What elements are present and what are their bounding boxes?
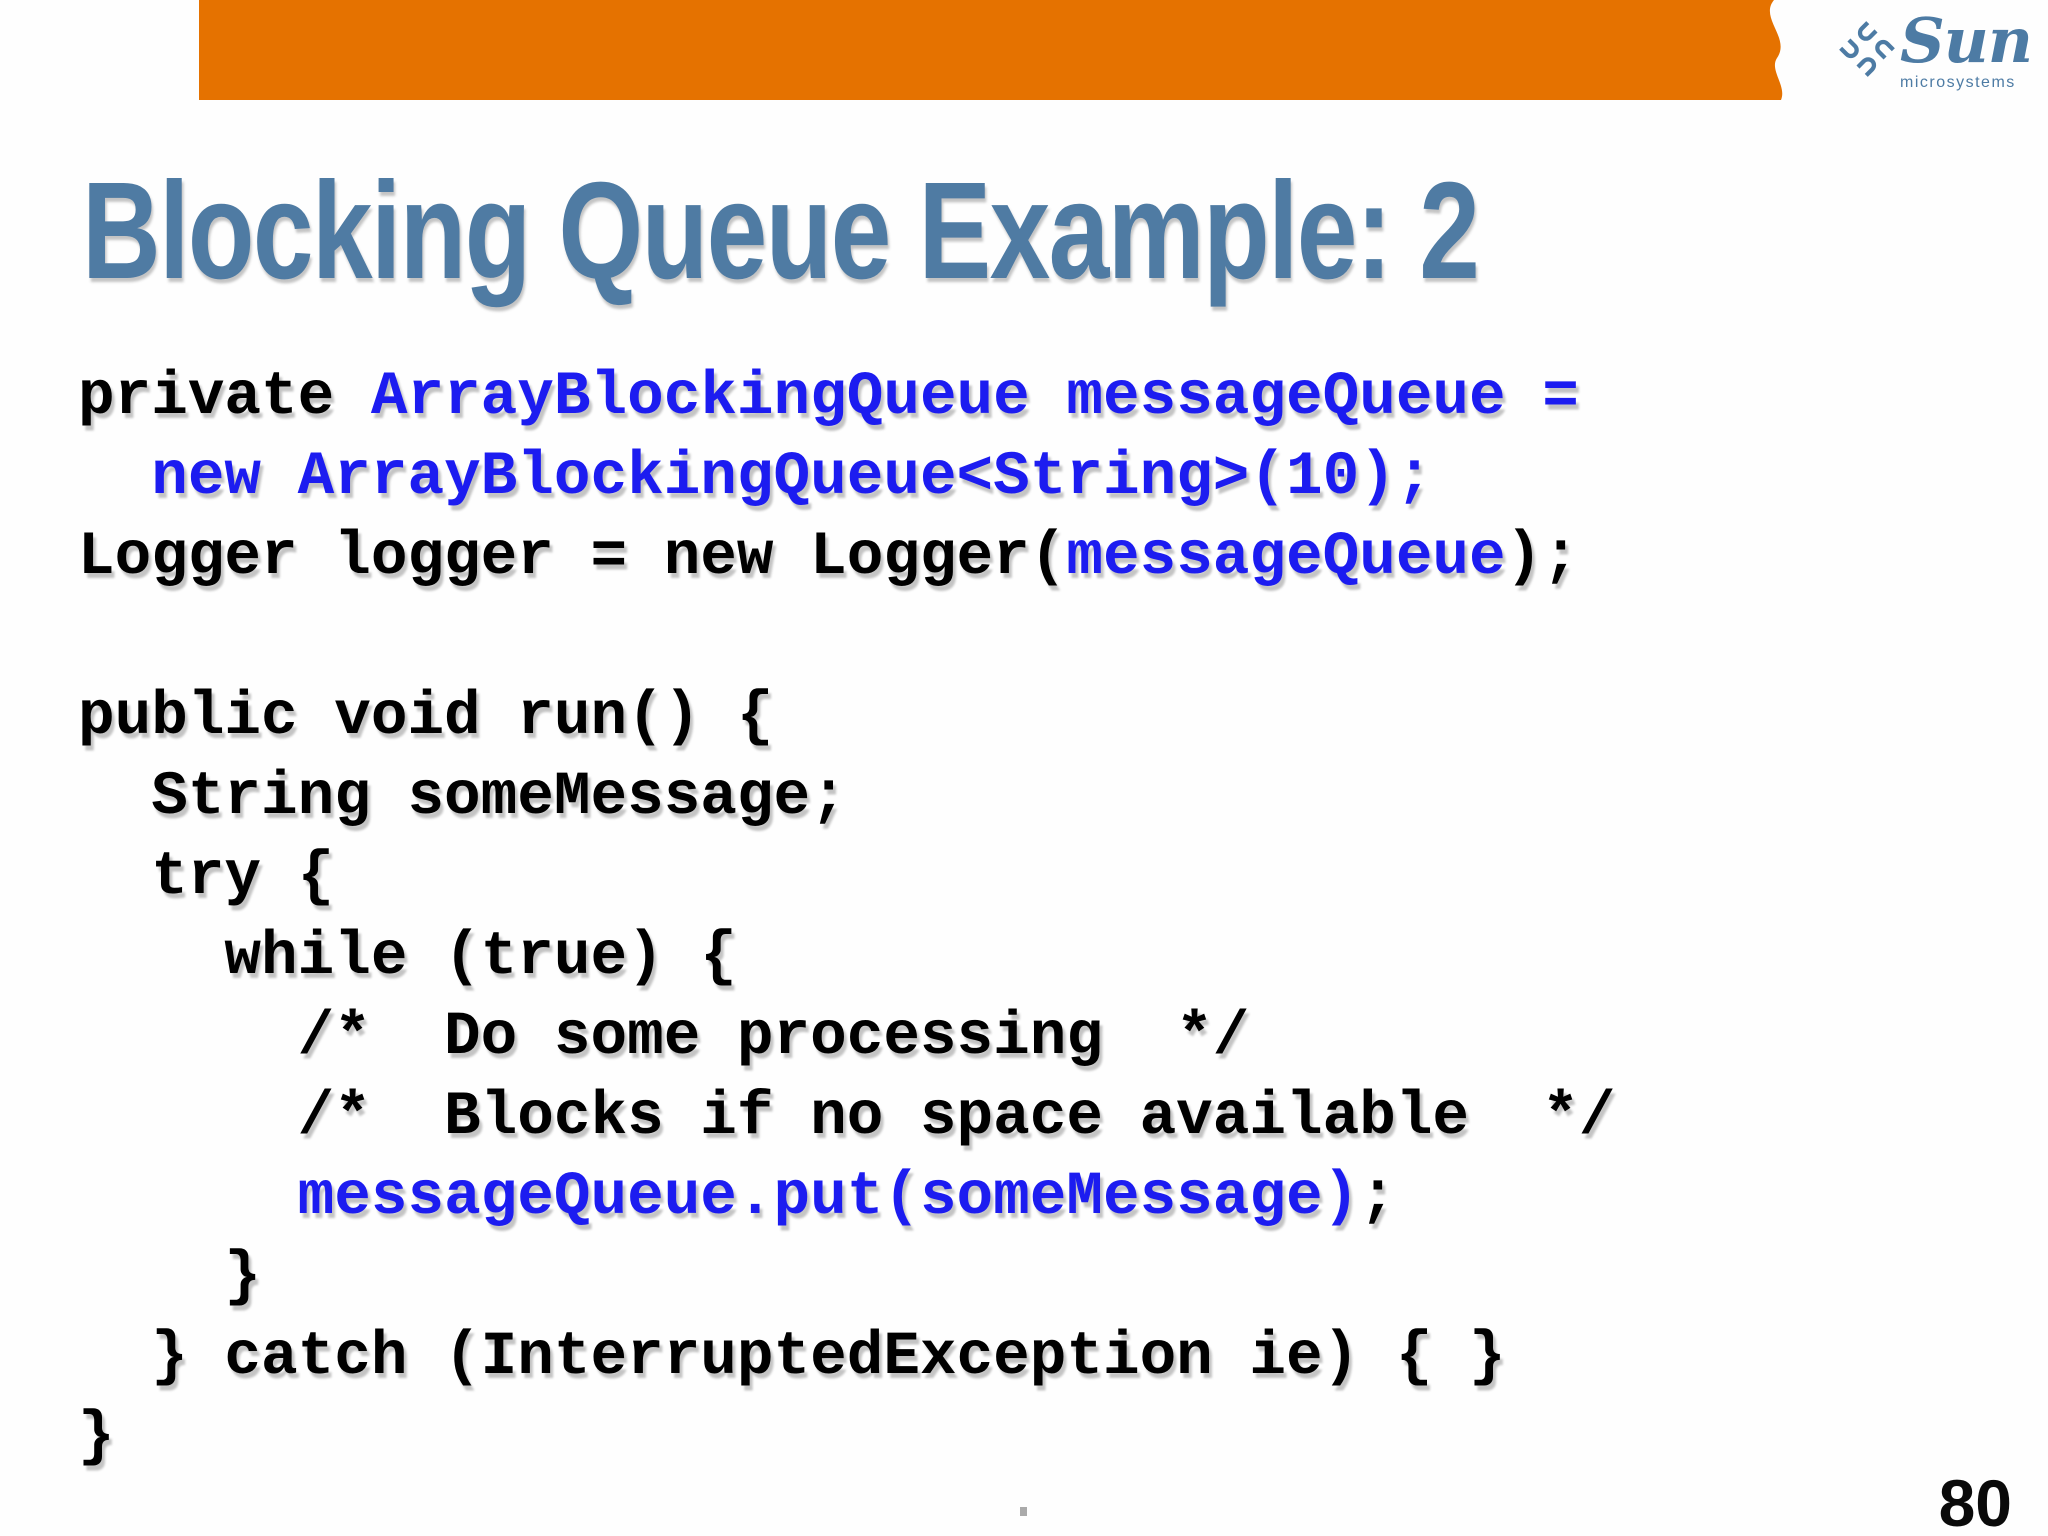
code-line: try { — [78, 838, 1615, 918]
code-segment: Logger logger = new Logger( — [78, 523, 1067, 592]
code-segment: } — [78, 1243, 262, 1312]
page-number: 80 — [1938, 1466, 2012, 1536]
code-line: } — [78, 1398, 1615, 1478]
code-segment: ); — [1505, 523, 1579, 592]
code-line: new ArrayBlockingQueue<String>(10); — [78, 438, 1615, 518]
code-segment — [78, 1163, 298, 1232]
code-line: private ArrayBlockingQueue messageQueue … — [78, 358, 1615, 438]
sun-diamond-icon — [1839, 21, 1895, 77]
code-line: /* Do some processing */ — [78, 998, 1615, 1078]
code-segment: /* Blocks if no space available */ — [78, 1083, 1616, 1152]
header-banner-shape — [199, 0, 1783, 100]
code-block: private ArrayBlockingQueue messageQueue … — [78, 358, 1615, 1478]
code-line — [78, 598, 1615, 678]
code-line: /* Blocks if no space available */ — [78, 1078, 1616, 1158]
code-segment: String someMessage; — [78, 763, 847, 832]
code-line: messageQueue.put(someMessage); — [78, 1158, 1615, 1238]
logo-sub-text: microsystems — [1900, 74, 2016, 91]
code-segment: try { — [78, 843, 335, 912]
code-line: String someMessage; — [78, 758, 1615, 838]
header-banner — [199, 0, 1783, 100]
code-segment: private — [78, 363, 371, 432]
logo-brand-text: Sun — [1900, 4, 2033, 77]
code-segment: new ArrayBlockingQueue<String>(10); — [151, 443, 1433, 512]
sun-logo: Sun microsystems — [1834, 4, 2034, 104]
code-segment: public void run() { — [78, 683, 774, 752]
slide-title: Blocking Queue Example: 2 — [82, 154, 1480, 308]
code-segment: messageQueue — [1066, 523, 1506, 592]
code-segment — [78, 443, 151, 512]
code-segment: while (true) { — [78, 923, 737, 992]
code-segment: /* Do some processing */ — [78, 1003, 1250, 1072]
code-line: } — [78, 1238, 1615, 1318]
code-line: public void run() { — [78, 678, 1615, 758]
stray-speck — [1020, 1507, 1027, 1516]
code-segment: ; — [1359, 1163, 1396, 1232]
code-segment: } catch (InterruptedException ie) { } — [78, 1323, 1506, 1392]
code-segment: messageQueue.put(someMessage) — [297, 1163, 1360, 1232]
code-segment: } — [78, 1403, 115, 1472]
code-line: while (true) { — [78, 918, 1615, 998]
code-segment: ArrayBlockingQueue messageQueue = — [370, 363, 1579, 432]
code-line: Logger logger = new Logger(messageQueue)… — [78, 518, 1615, 598]
code-line: } catch (InterruptedException ie) { } — [78, 1318, 1615, 1398]
